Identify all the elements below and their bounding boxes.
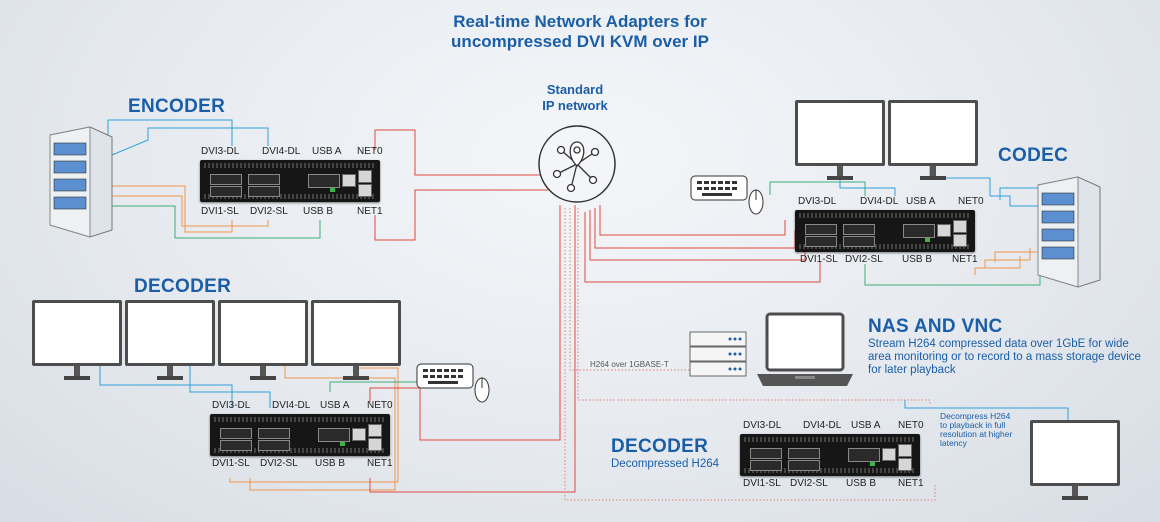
codec-port-net1: NET1 — [952, 254, 978, 265]
decoder2-port-net1: NET1 — [898, 478, 924, 489]
decoder-adapter — [210, 414, 390, 456]
codec-keyboard-mouse-icon — [690, 175, 764, 215]
nas-desc-line-2: area monitoring or to record to a mass s… — [868, 351, 1141, 363]
encoder-port-dvi2: DVI2-SL — [250, 206, 288, 217]
encoder-port-net0: NET0 — [357, 146, 383, 157]
decoder-port-net0: NET0 — [367, 400, 393, 411]
decoder-monitor-2 — [125, 300, 215, 382]
codec-port-usba: USB A — [906, 196, 936, 207]
decoder2-port-net0: NET0 — [898, 420, 924, 431]
laptop-icon — [757, 312, 853, 386]
encoder-port-net1: NET1 — [357, 206, 383, 217]
network-hub-icon — [538, 125, 616, 203]
decoder-port-dvi1: DVI1-SL — [212, 458, 250, 469]
decoder-port-dvi3: DVI3-DL — [212, 400, 251, 411]
codec-port-dvi2: DVI2-SL — [845, 254, 883, 265]
nas-desc-line-1: Stream H264 compressed data over 1GbE fo… — [868, 338, 1129, 350]
decoder2-monitor — [1030, 420, 1120, 502]
decoder-port-dvi4: DVI4-DL — [272, 400, 311, 411]
h264-link-label: H264 over 1GBASE-T — [588, 360, 671, 369]
decoder-port-dvi2: DVI2-SL — [260, 458, 298, 469]
codec-title: CODEC — [998, 145, 1069, 166]
decoder2-port-dvi2: DVI2-SL — [790, 478, 828, 489]
codec-monitor-2 — [888, 100, 978, 182]
decoder-monitor-3 — [218, 300, 308, 382]
encoder-port-dvi4: DVI4-DL — [262, 146, 301, 157]
server-icon — [49, 126, 113, 238]
codec-port-dvi4: DVI4-DL — [860, 196, 899, 207]
decoder-keyboard-mouse-icon — [416, 363, 490, 403]
network-label: Standard IP network — [530, 82, 620, 114]
decoder2-subtitle: Decompressed H264 — [611, 458, 720, 470]
encoder-adapter — [200, 160, 380, 202]
codec-port-usbb: USB B — [902, 254, 933, 265]
decoder2-note: Decompress H264 to playback in full reso… — [940, 412, 1040, 448]
decoder2-port-dvi4: DVI4-DL — [803, 420, 842, 431]
encoder-title: ENCODER — [128, 96, 226, 117]
title-line-1: Real-time Network Adapters for — [453, 12, 707, 31]
decoder-monitor-4 — [311, 300, 401, 382]
decoder2-adapter — [740, 434, 920, 476]
decoder-port-net1: NET1 — [367, 458, 393, 469]
codec-port-dvi1: DVI1-SL — [800, 254, 838, 265]
diagram-title: Real-time Network Adapters for uncompres… — [380, 12, 780, 52]
encoder-port-usbb: USB B — [303, 206, 334, 217]
title-line-2: uncompressed DVI KVM over IP — [451, 32, 709, 51]
codec-port-net0: NET0 — [958, 196, 984, 207]
nas-desc-line-3: for later playback — [868, 364, 956, 376]
codec-monitor-1 — [795, 100, 885, 182]
nas-description: Stream H264 compressed data over 1GbE fo… — [868, 338, 1158, 377]
codec-adapter — [795, 210, 975, 252]
decoder2-note-line-2: to playback in full — [940, 420, 1006, 430]
decoder2-port-dvi3: DVI3-DL — [743, 420, 782, 431]
codec-server-icon — [1037, 176, 1101, 288]
nas-storage-icon — [689, 331, 747, 377]
decoder2-port-usba: USB A — [851, 420, 881, 431]
decoder2-note-line-1: Decompress H264 — [940, 411, 1011, 421]
decoder2-note-line-4: latency — [940, 438, 967, 448]
decoder-port-usba: USB A — [320, 400, 350, 411]
network-label-line-2: IP network — [542, 98, 608, 113]
decoder2-note-line-3: resolution at higher — [940, 429, 1013, 439]
decoder-title: DECODER — [134, 276, 232, 297]
decoder-port-usbb: USB B — [315, 458, 346, 469]
codec-port-dvi3: DVI3-DL — [798, 196, 837, 207]
network-label-line-1: Standard — [546, 82, 604, 97]
encoder-port-dvi1: DVI1-SL — [201, 206, 239, 217]
decoder2-port-dvi1: DVI1-SL — [743, 478, 781, 489]
decoder2-title: DECODER — [611, 436, 709, 457]
decoder-monitor-1 — [32, 300, 122, 382]
encoder-port-dvi3: DVI3-DL — [201, 146, 240, 157]
nas-title: NAS AND VNC — [868, 316, 1003, 337]
encoder-port-usba: USB A — [312, 146, 342, 157]
decoder2-port-usbb: USB B — [846, 478, 877, 489]
